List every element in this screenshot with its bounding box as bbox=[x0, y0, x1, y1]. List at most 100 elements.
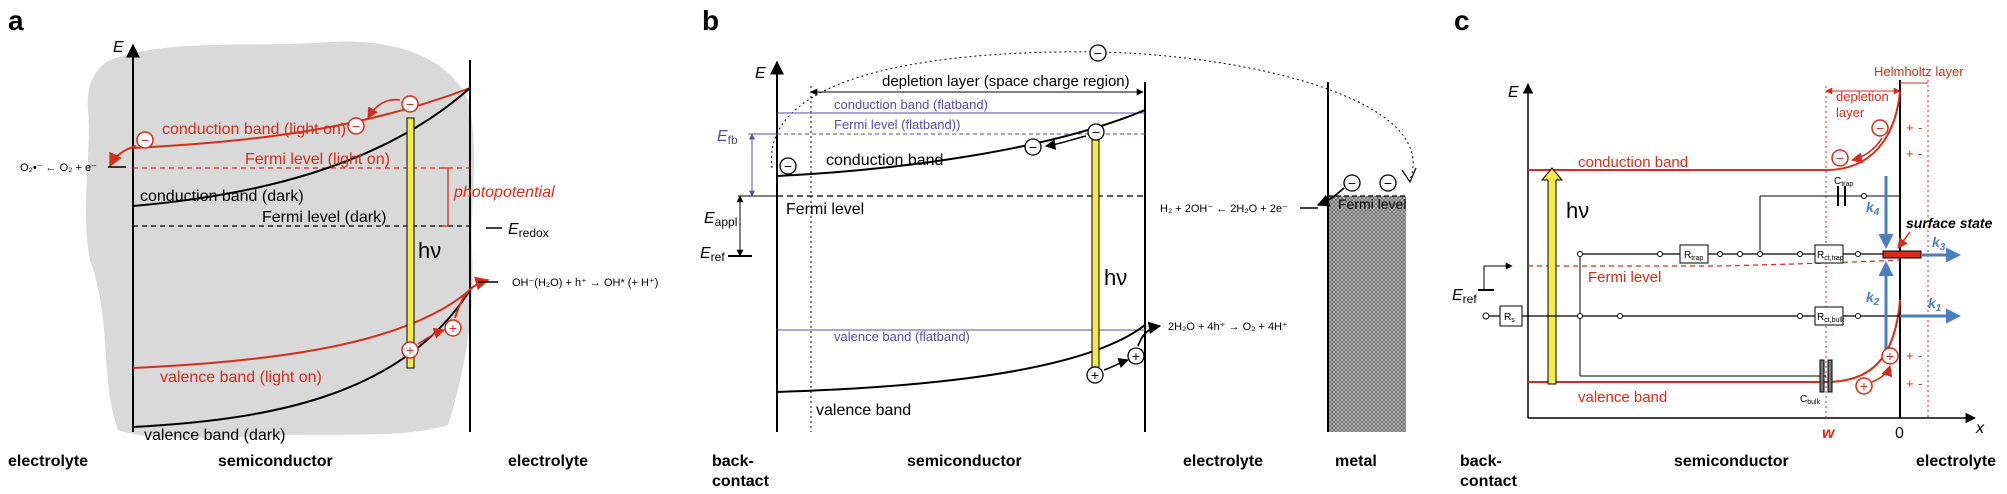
electron-charge: − bbox=[1379, 174, 1397, 192]
energy-axis-label: E bbox=[113, 39, 124, 56]
r-ct-trap-label: Rct,trap bbox=[1817, 250, 1844, 262]
vb-light-label: valence band (light on) bbox=[160, 369, 322, 386]
c-bulk-capacitor bbox=[1827, 359, 1833, 393]
energy-axis-label: E bbox=[1508, 84, 1519, 101]
hole-charge: + bbox=[1086, 366, 1104, 384]
r-trap-resistor bbox=[1679, 244, 1709, 264]
hole-drift-arrow bbox=[1103, 358, 1129, 371]
oxidation-reaction: OH⁻(H₂O) + h⁺ → OH* (+ H⁺) bbox=[512, 277, 658, 289]
svg-text:+: + bbox=[1906, 120, 1914, 135]
electron-charge: − bbox=[1343, 174, 1361, 192]
surface-state-pointer bbox=[1897, 231, 1911, 249]
surface-state-label: surface state bbox=[1906, 215, 1993, 231]
electron-circuit-arc bbox=[771, 51, 1414, 181]
position-axis-label: x bbox=[1975, 420, 1985, 437]
svg-text:−: − bbox=[1029, 139, 1037, 155]
c-trap-label: Ctrap bbox=[1834, 176, 1853, 188]
efb-label: Efb bbox=[717, 128, 738, 147]
eref-label: Eref bbox=[1452, 287, 1477, 306]
cb-flatband-label: conduction band (flatband) bbox=[834, 97, 988, 112]
r-trap-label: Rtrap bbox=[1684, 250, 1703, 262]
photon-bar bbox=[1091, 139, 1100, 371]
bottom-label-semiconductor: semiconductor bbox=[907, 453, 1022, 470]
r-ct-trap-resistor bbox=[1814, 244, 1844, 264]
photopotential-label: photopotential bbox=[453, 184, 555, 201]
svg-text:+: + bbox=[1091, 367, 1099, 383]
rs-resistor bbox=[1499, 305, 1523, 327]
electron-charge: − bbox=[1024, 138, 1042, 156]
reduction-reaction: H₂ + 2OH⁻ ← 2H₂O + 2e⁻ bbox=[1160, 203, 1288, 215]
depletion-label: depletion layer (space charge region) bbox=[882, 73, 1130, 90]
energy-axis-label: E bbox=[755, 65, 766, 82]
electron-transfer-arrow bbox=[109, 145, 137, 168]
photon-bar bbox=[406, 117, 415, 369]
origin-label: 0 bbox=[1895, 425, 1904, 442]
svg-text:−: − bbox=[1836, 150, 1844, 166]
bottom-label-back: back- bbox=[1460, 453, 1502, 470]
svg-text:−: − bbox=[1876, 120, 1884, 136]
svg-text:-: - bbox=[1918, 348, 1922, 363]
fermi-label: Fermi level bbox=[786, 201, 864, 218]
electron-charge: − bbox=[347, 117, 365, 135]
svg-text:−: − bbox=[1092, 124, 1100, 140]
semiconductor-blob bbox=[85, 41, 475, 438]
vb-curve bbox=[1528, 299, 1901, 383]
hole-transfer-arrow bbox=[1137, 321, 1162, 347]
eappl-label: Eappl bbox=[704, 210, 737, 229]
k4-label: k4 bbox=[1866, 199, 1880, 218]
panel-c-letter: c bbox=[1454, 5, 1470, 36]
fermi-light-label: Fermi level (light on) bbox=[245, 151, 390, 168]
w-label: w bbox=[1822, 425, 1836, 442]
svg-text:-: - bbox=[1918, 120, 1922, 135]
depletion-label-2: layer bbox=[1836, 105, 1865, 120]
c-bulk-capacitor bbox=[1819, 359, 1825, 393]
svg-text:+: + bbox=[406, 342, 414, 358]
bottom-label-electrolyte: electrolyte bbox=[1183, 453, 1263, 470]
vb-flatband-label: valence band (flatband) bbox=[834, 329, 970, 344]
panel-c: c E x 0 w Helmholtz layer depletion laye… bbox=[1452, 5, 1996, 490]
bottom-label-electrolyte: electrolyte bbox=[1916, 453, 1996, 470]
svg-text:+: + bbox=[1886, 348, 1894, 364]
helmholtz-label: Helmholtz layer bbox=[1874, 64, 1964, 79]
bottom-label-contact: contact bbox=[1460, 473, 1518, 490]
fermi-flatband-label: Fermi level (flatband)) bbox=[834, 117, 960, 132]
eref-connector bbox=[1483, 262, 1513, 290]
surface-state-bar bbox=[1882, 250, 1922, 259]
cb-dark-label: conduction band (dark) bbox=[140, 188, 304, 205]
cb-label: conduction band bbox=[1578, 154, 1688, 171]
photopotential-bracket bbox=[442, 167, 449, 227]
cb-light-curve bbox=[132, 87, 471, 149]
svg-text:−: − bbox=[1094, 45, 1102, 61]
hole-drift-arrow bbox=[417, 327, 446, 345]
reduction-reaction: O₂•⁻ ← O₂ + e⁻ bbox=[20, 162, 97, 174]
fermi-line bbox=[1528, 259, 1901, 267]
arc-arrowhead bbox=[1401, 167, 1417, 184]
electron-drift-arrow bbox=[367, 98, 401, 119]
electron-charge: − bbox=[401, 95, 419, 113]
electron-charge: − bbox=[136, 131, 154, 149]
bottom-label-metal: metal bbox=[1335, 453, 1377, 470]
helmholtz-charges: +- +- +- +- bbox=[1906, 120, 1922, 391]
r-ct-bulk-label: Rct,bulk bbox=[1817, 312, 1845, 324]
circuit-nodes bbox=[1577, 193, 1867, 319]
panel-b: b E depletion layer (space charge region… bbox=[700, 5, 1417, 490]
svg-text:-: - bbox=[1918, 376, 1922, 391]
metal-block bbox=[1328, 196, 1406, 432]
hole-charge: + bbox=[1127, 347, 1145, 365]
depletion-label-1: depletion bbox=[1836, 89, 1889, 104]
panel-b-letter: b bbox=[702, 5, 719, 36]
hole-charge: + bbox=[444, 319, 462, 337]
electron-drift-arrow bbox=[1850, 137, 1883, 164]
bottom-label-electrolyte-left: electrolyte bbox=[8, 453, 88, 470]
svg-text:+: + bbox=[1906, 348, 1914, 363]
svg-text:+: + bbox=[1906, 376, 1914, 391]
hv-label: hν bbox=[418, 238, 441, 263]
hole-charge: + bbox=[1881, 347, 1899, 365]
electron-charge: − bbox=[1831, 149, 1849, 167]
svg-text:+: + bbox=[449, 320, 457, 336]
panel-a: a E conduction band (light on) Fermi lev… bbox=[8, 5, 658, 470]
electron-charge: − bbox=[1087, 123, 1105, 141]
electron-charge: − bbox=[1871, 119, 1889, 137]
hole-drift-arrow bbox=[1871, 364, 1893, 383]
svg-text:−: − bbox=[1384, 175, 1392, 191]
